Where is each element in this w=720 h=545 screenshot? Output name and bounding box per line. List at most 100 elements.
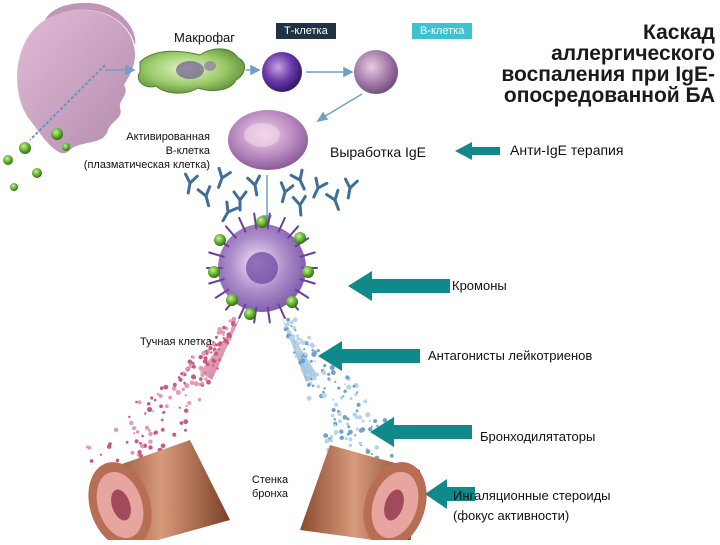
mediator-droplet	[183, 373, 187, 377]
mediator-droplet	[187, 359, 192, 364]
mediator-droplet	[230, 322, 235, 326]
mediator-droplet	[172, 432, 177, 437]
b-cell-tag: В-клетка	[412, 23, 473, 39]
antibody-icon	[221, 200, 239, 223]
mediator-droplet	[217, 342, 221, 347]
mediator-droplet	[183, 419, 189, 425]
mediator-droplet	[316, 349, 320, 353]
mediator-droplet	[128, 415, 131, 419]
antibody-icon	[217, 166, 232, 189]
mediator-droplet	[217, 355, 220, 359]
mediator-droplet	[346, 422, 350, 426]
mediator-droplet	[321, 392, 327, 398]
receptor-spike	[277, 216, 286, 233]
antibody-icon	[291, 195, 307, 217]
mediator-droplet	[354, 415, 359, 420]
mediator-droplet	[315, 373, 320, 377]
mediator-droplet	[311, 349, 314, 352]
mediator-droplet	[348, 443, 353, 448]
mediator-droplet	[184, 383, 190, 389]
mediator-droplet	[296, 337, 301, 341]
bronchus-right	[300, 445, 427, 545]
mediator-droplet	[346, 417, 350, 421]
mediator-droplet	[148, 445, 153, 450]
mediator-droplet	[200, 381, 204, 385]
mediator-droplet	[329, 438, 334, 443]
inhaled-steroids-line: Ингаляционные стероиды	[453, 488, 611, 503]
mediator-droplet	[189, 380, 195, 386]
allergen-particles	[3, 128, 70, 191]
mediator-droplet	[309, 359, 313, 363]
mediator-droplet	[168, 395, 173, 400]
mediator-droplet	[294, 340, 297, 343]
mediator-droplet	[343, 389, 347, 393]
mediator-droplet	[200, 372, 205, 377]
mediator-droplet	[342, 395, 345, 398]
allergen-particle	[286, 296, 298, 308]
mediator-droplet	[344, 437, 348, 441]
activated-b-cell-line: В-клетка	[165, 145, 210, 157]
mediator-droplet	[133, 432, 136, 435]
activated-b-cell-line: (плазматическая клетка)	[83, 159, 210, 171]
mediator-droplet	[310, 343, 315, 349]
ige-antibodies	[183, 166, 359, 223]
mediator-droplet	[345, 375, 350, 380]
mediator-droplet	[206, 345, 209, 348]
mediator-droplet	[293, 317, 298, 323]
mediator-droplet	[218, 348, 221, 351]
mediator-droplet	[347, 425, 351, 429]
mediator-droplet	[300, 369, 304, 373]
mediator-droplet	[217, 327, 222, 332]
mediator-droplet	[323, 387, 326, 390]
bronchodilators-label: Бронходилятаторы	[480, 429, 596, 444]
mediator-droplet	[89, 459, 94, 463]
mediator-droplet	[206, 379, 211, 385]
steroid-arrow	[425, 479, 475, 509]
mediator-droplet	[199, 377, 203, 381]
mediator-droplet	[307, 383, 311, 387]
receptor-spike	[277, 303, 286, 320]
allergen-particle	[256, 216, 268, 228]
mediator-droplet	[330, 413, 335, 418]
mediator-droplet	[201, 350, 207, 356]
mediator-droplet	[160, 427, 165, 432]
mediator-droplet	[185, 367, 189, 371]
mediator-droplet	[365, 449, 371, 454]
mediator-droplet	[205, 362, 210, 367]
mediator-droplet	[148, 431, 153, 437]
mediator-droplet	[304, 352, 308, 356]
mediator-droplet	[286, 317, 290, 322]
mediator-droplet	[222, 337, 225, 340]
mediator-droplet	[147, 406, 153, 413]
antibody-icon	[325, 188, 340, 211]
mediator-droplet	[222, 334, 225, 337]
title-line: опосредованной БА	[503, 84, 715, 107]
mediator-droplet	[216, 367, 219, 370]
bronchial-wall-line: Стенка	[251, 474, 289, 486]
mediator-droplet	[233, 325, 236, 329]
mediator-droplet	[339, 435, 344, 440]
mediator-droplet	[333, 418, 337, 421]
inhalation-path	[29, 64, 106, 141]
bronchus-left	[88, 440, 230, 545]
mediator-droplet	[311, 352, 317, 357]
mediator-droplet	[294, 355, 298, 359]
mediator-droplet	[285, 322, 290, 327]
macrophage-label: Макрофаг	[174, 30, 236, 45]
mediator-droplet	[164, 404, 169, 409]
mediator-droplet	[300, 355, 303, 358]
mediator-droplet	[286, 327, 289, 330]
mediator-droplet	[296, 334, 299, 338]
mediator-droplet	[299, 340, 303, 344]
mediator-droplet	[131, 426, 137, 431]
mediator-droplet	[228, 337, 232, 341]
allergen-particle	[244, 308, 256, 320]
mediator-droplet	[210, 351, 213, 354]
mediator-droplet	[197, 397, 202, 402]
mediator-droplet	[214, 351, 219, 356]
mediator-droplet	[313, 360, 316, 363]
mediator-droplet	[321, 370, 327, 376]
receptor-spike	[224, 225, 237, 239]
mediator-droplet	[361, 419, 365, 423]
mediator-droplet	[135, 400, 138, 404]
